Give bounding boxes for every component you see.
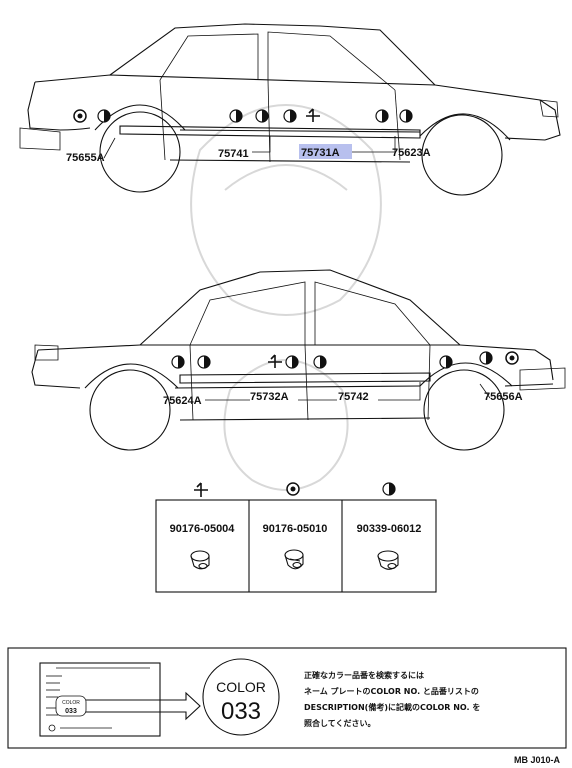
arrow-icon (86, 691, 201, 721)
top-half-clip-icon-6 (399, 109, 413, 123)
callout-75623A: 75623A (392, 147, 431, 159)
fastener-drawing-1 (190, 550, 210, 570)
footer-code: MB J010-A (514, 755, 561, 765)
bottom-half-clip-icon-5 (439, 355, 453, 369)
top-half-clip-icon-2 (229, 109, 243, 123)
plate-color-code: 033 (65, 708, 77, 715)
color-circle (202, 658, 280, 736)
top-half-clip-icon-3 (255, 109, 269, 123)
bottom-half-clip-icon-3 (285, 355, 299, 369)
callout-75656A: 75656A (484, 391, 523, 403)
note-line-4: 照合してください。 (304, 718, 376, 728)
watermark (190, 104, 382, 491)
car-top-drawing (19, 23, 561, 196)
bottom-half-clip-icon-4 (313, 355, 327, 369)
callout-75732A: 75732A (250, 391, 289, 403)
fastener-symbol-round-clip-icon (286, 482, 300, 496)
callout-75624A: 75624A (163, 395, 202, 407)
bottom-half-clip-icon-1 (171, 355, 185, 369)
fastener-drawing-2 (284, 549, 304, 570)
color-label: COLOR (216, 679, 266, 695)
bottom-half-clip-icon-6 (479, 351, 493, 365)
top-cross-clip-icon (306, 108, 320, 122)
highlight-box (299, 144, 352, 159)
fastener-table: 90176-05004 90176-05010 90339-06012 (155, 482, 437, 593)
part-no-90339-06012: 90339-06012 (357, 523, 422, 535)
callout-75731A: 75731A (301, 147, 340, 159)
callout-75741: 75741 (218, 148, 249, 160)
bottom-half-clip-icon-2 (197, 355, 211, 369)
car-top-callouts: 75655A 75741 75731A 75623A (66, 147, 431, 164)
note-line-3: DESCRIPTION(備考)に記載のCOLOR NO. を (304, 702, 480, 712)
fastener-symbol-half-circle-clip-icon (382, 482, 396, 496)
note-line-2: ネーム プレートのCOLOR NO. と品番リストの (304, 686, 479, 696)
top-half-clip-icon-5 (375, 109, 389, 123)
car-bottom-drawing (31, 269, 566, 451)
bottom-round-clip-icon (505, 351, 519, 365)
color-note-panel: COLOR 033 COLOR 033 正確なカラー品番を検索するには ネーム … (7, 647, 567, 749)
part-no-90176-05010: 90176-05010 (263, 523, 328, 535)
color-code: 033 (221, 698, 261, 725)
plate-color-label: COLOR (62, 700, 80, 706)
car-bottom-callouts: 75624A 75732A 75742 75656A (163, 391, 523, 407)
callout-75742: 75742 (338, 391, 369, 403)
callout-75655A: 75655A (66, 152, 105, 164)
top-half-clip-icon-4 (283, 109, 297, 123)
fastener-drawing-3 (377, 550, 399, 570)
fastener-symbol-cross-clip-icon (194, 482, 208, 497)
note-line-1: 正確なカラー品番を検索するには (304, 670, 424, 680)
top-half-clip-icon-1 (97, 109, 111, 123)
bottom-cross-clip-icon (268, 354, 282, 368)
top-round-clip-icon (73, 109, 87, 123)
part-no-90176-05004: 90176-05004 (170, 523, 236, 535)
